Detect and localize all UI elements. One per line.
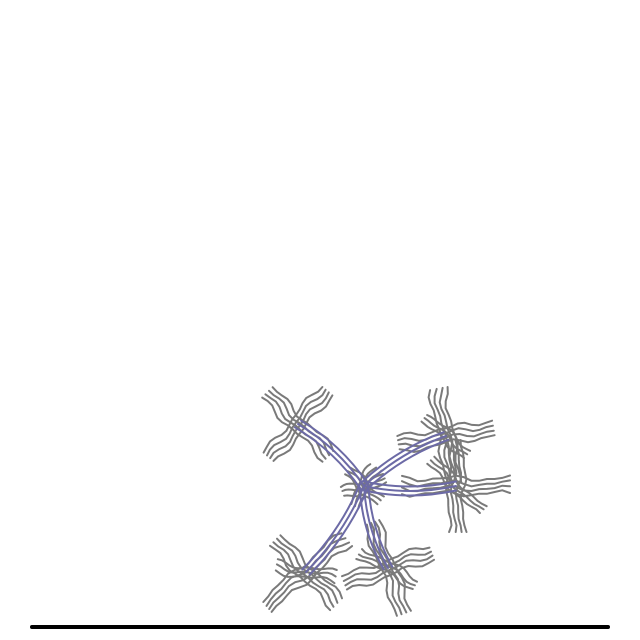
fiber-strand bbox=[433, 455, 488, 508]
fiber-strand bbox=[269, 544, 332, 612]
connector-strand bbox=[363, 435, 447, 487]
fiber-strand bbox=[344, 473, 379, 506]
connector-strand bbox=[363, 485, 389, 569]
connector-strand bbox=[363, 489, 457, 497]
fiber-cluster-cluster-lower-center bbox=[341, 519, 435, 617]
connector-strand bbox=[358, 486, 385, 571]
fiber-strand bbox=[270, 545, 354, 613]
fiber-strand bbox=[355, 558, 414, 590]
fiber-cluster-cluster-lower-left bbox=[262, 532, 354, 613]
connector-strand bbox=[363, 485, 457, 492]
connector-strand bbox=[297, 423, 365, 487]
connector-strand bbox=[367, 483, 394, 568]
fiber-strand bbox=[438, 386, 458, 484]
fiber-strand bbox=[420, 420, 466, 459]
fiber-strand bbox=[264, 393, 327, 460]
connector-cluster-right bbox=[363, 480, 457, 497]
fiber-strand bbox=[429, 459, 485, 511]
fiber-strand bbox=[266, 388, 327, 457]
fiber-strand bbox=[272, 394, 334, 462]
connector-strand bbox=[301, 482, 362, 571]
fiber-strand bbox=[276, 558, 338, 571]
fiber-strand bbox=[396, 419, 494, 437]
fiber-strand bbox=[365, 523, 398, 617]
connector-strand bbox=[308, 487, 369, 576]
fiber-bundles bbox=[261, 386, 511, 617]
connector-strand bbox=[300, 419, 369, 484]
connector-strands bbox=[293, 419, 457, 576]
fiber-strand bbox=[357, 553, 416, 587]
connector-strand bbox=[363, 480, 457, 488]
connector-strand bbox=[360, 431, 445, 484]
connector-cluster-lower-center bbox=[358, 483, 394, 571]
fiber-strand bbox=[378, 519, 412, 612]
fiber-strand bbox=[272, 541, 335, 608]
connector-strand bbox=[293, 426, 362, 491]
fiber-strand bbox=[262, 386, 324, 454]
fiber-strand bbox=[274, 569, 336, 585]
connector-cluster-lower-left bbox=[301, 482, 369, 576]
fiber-strand bbox=[459, 439, 468, 533]
fiber-strand bbox=[261, 396, 324, 463]
connector-cluster-upper-left bbox=[293, 419, 369, 491]
connector-cluster-upper-right bbox=[360, 431, 450, 491]
fiber-strand bbox=[454, 439, 463, 533]
